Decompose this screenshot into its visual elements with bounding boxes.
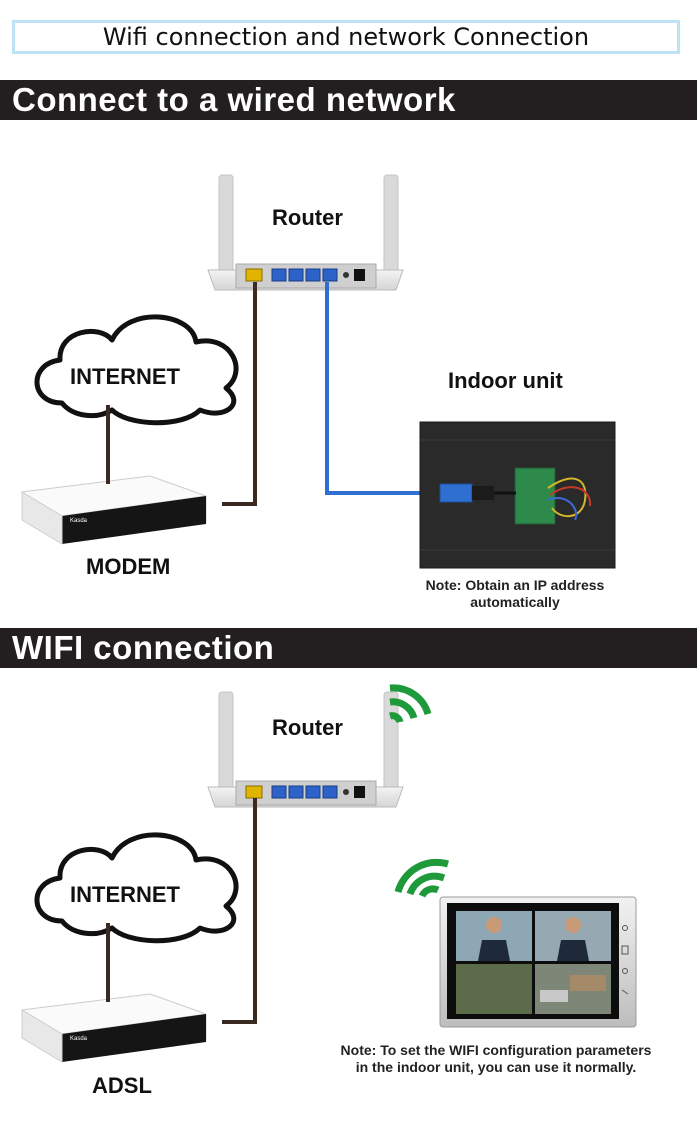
- lan-port-3: [305, 268, 321, 282]
- wifi-note-line-1: Note: To set the WIFI configuration para…: [340, 1042, 652, 1058]
- wired-note-line-1: Note: Obtain an IP address: [425, 577, 605, 593]
- internet-label: INTERNET: [70, 882, 180, 907]
- cloud-icon: [34, 314, 239, 426]
- wired-note-line-2: automatically: [470, 594, 560, 610]
- router-antenna-right: [383, 174, 399, 276]
- indoor-monitor: [439, 896, 637, 1028]
- page-title: Wifi connection and network Connection: [12, 20, 680, 54]
- modem-label: MODEM: [86, 554, 171, 579]
- lan-port-2: [288, 268, 304, 282]
- router-2: [207, 691, 404, 808]
- router-to-indoor-cable: [325, 282, 440, 495]
- wan-port-yellow: [245, 268, 263, 282]
- lan-port-1: [271, 268, 287, 282]
- modem-2: Kasda: [20, 993, 207, 1063]
- section-heading-wired: Connect to a wired network: [0, 80, 697, 120]
- section-heading-wifi: WIFI connection: [0, 628, 697, 668]
- indoor-unit-label: Indoor unit: [448, 368, 563, 393]
- modem-brand-text: Kasda: [70, 1036, 88, 1042]
- wifi-signal-icon: [394, 858, 449, 898]
- wired-note: Note: Obtain an IP address automatically: [400, 577, 630, 611]
- circuit-board: [514, 467, 556, 525]
- lan-port-4: [322, 268, 338, 282]
- wifi-note: Note: To set the WIFI configuration para…: [304, 1042, 688, 1076]
- router-label: Router: [272, 205, 343, 230]
- adsl-label: ADSL: [92, 1073, 152, 1098]
- router-1: [207, 174, 404, 291]
- modem-1: Kasda: [20, 475, 207, 545]
- camera-view-3: [456, 964, 532, 1014]
- power-port: [354, 269, 365, 281]
- modem-to-router-cable: [222, 282, 257, 506]
- internet-label: INTERNET: [70, 364, 180, 389]
- wifi-note-line-2: in the indoor unit, you can use it norma…: [355, 1059, 637, 1075]
- router-antenna-left: [218, 174, 234, 276]
- modem-brand-text: Kasda: [70, 518, 88, 524]
- rj45-connector: [439, 483, 473, 503]
- wifi-signal-icon: [389, 684, 432, 724]
- indoor-unit-back-panel: [419, 421, 616, 569]
- cloud-icon: [34, 832, 239, 944]
- reset-button: [343, 272, 349, 278]
- router-label: Router: [272, 715, 343, 740]
